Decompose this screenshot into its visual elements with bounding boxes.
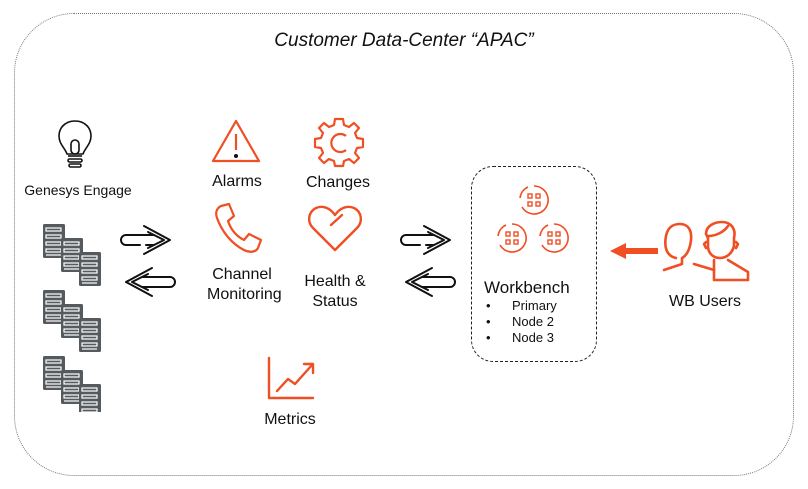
module-label-alarms: Alarms <box>212 173 262 190</box>
warning-triangle-icon <box>211 119 261 163</box>
channel-monitoring-text: Channel Monitoring <box>207 266 282 303</box>
cluster-icon <box>497 185 569 253</box>
module-label-health-status: Health & Status <box>295 272 375 312</box>
workbench-node: Node 3 <box>486 330 557 346</box>
workbench-label: Workbench <box>484 278 570 297</box>
module-label-metrics: Metrics <box>264 411 316 428</box>
diagram-title: Customer Data-Center “APAC” <box>274 30 534 51</box>
health-status-text: Health & Status <box>304 273 366 310</box>
users-label: WB Users <box>669 293 741 310</box>
source-label: Genesys Engage <box>24 182 132 198</box>
workbench-node: Node 2 <box>486 314 557 330</box>
heart-icon <box>308 205 362 252</box>
workbench-node: Primary <box>486 298 557 314</box>
module-label-channel-monitoring: Channel Monitoring <box>192 265 292 305</box>
phone-icon <box>215 202 263 253</box>
workbench-nodes-list: Primary Node 2 Node 3 <box>486 298 557 346</box>
line-chart-icon <box>267 356 315 400</box>
bidirectional-arrows-left <box>120 225 176 297</box>
module-label-changes: Changes <box>305 174 371 191</box>
gear-icon <box>313 117 365 168</box>
bidirectional-arrows-right <box>400 225 456 297</box>
users-icon <box>662 220 750 282</box>
server-rack-icon <box>40 222 110 412</box>
datacenter-frame <box>14 13 794 476</box>
arrow-left-icon <box>610 243 658 259</box>
workbench-box <box>471 166 597 362</box>
lightbulb-icon <box>58 120 92 168</box>
